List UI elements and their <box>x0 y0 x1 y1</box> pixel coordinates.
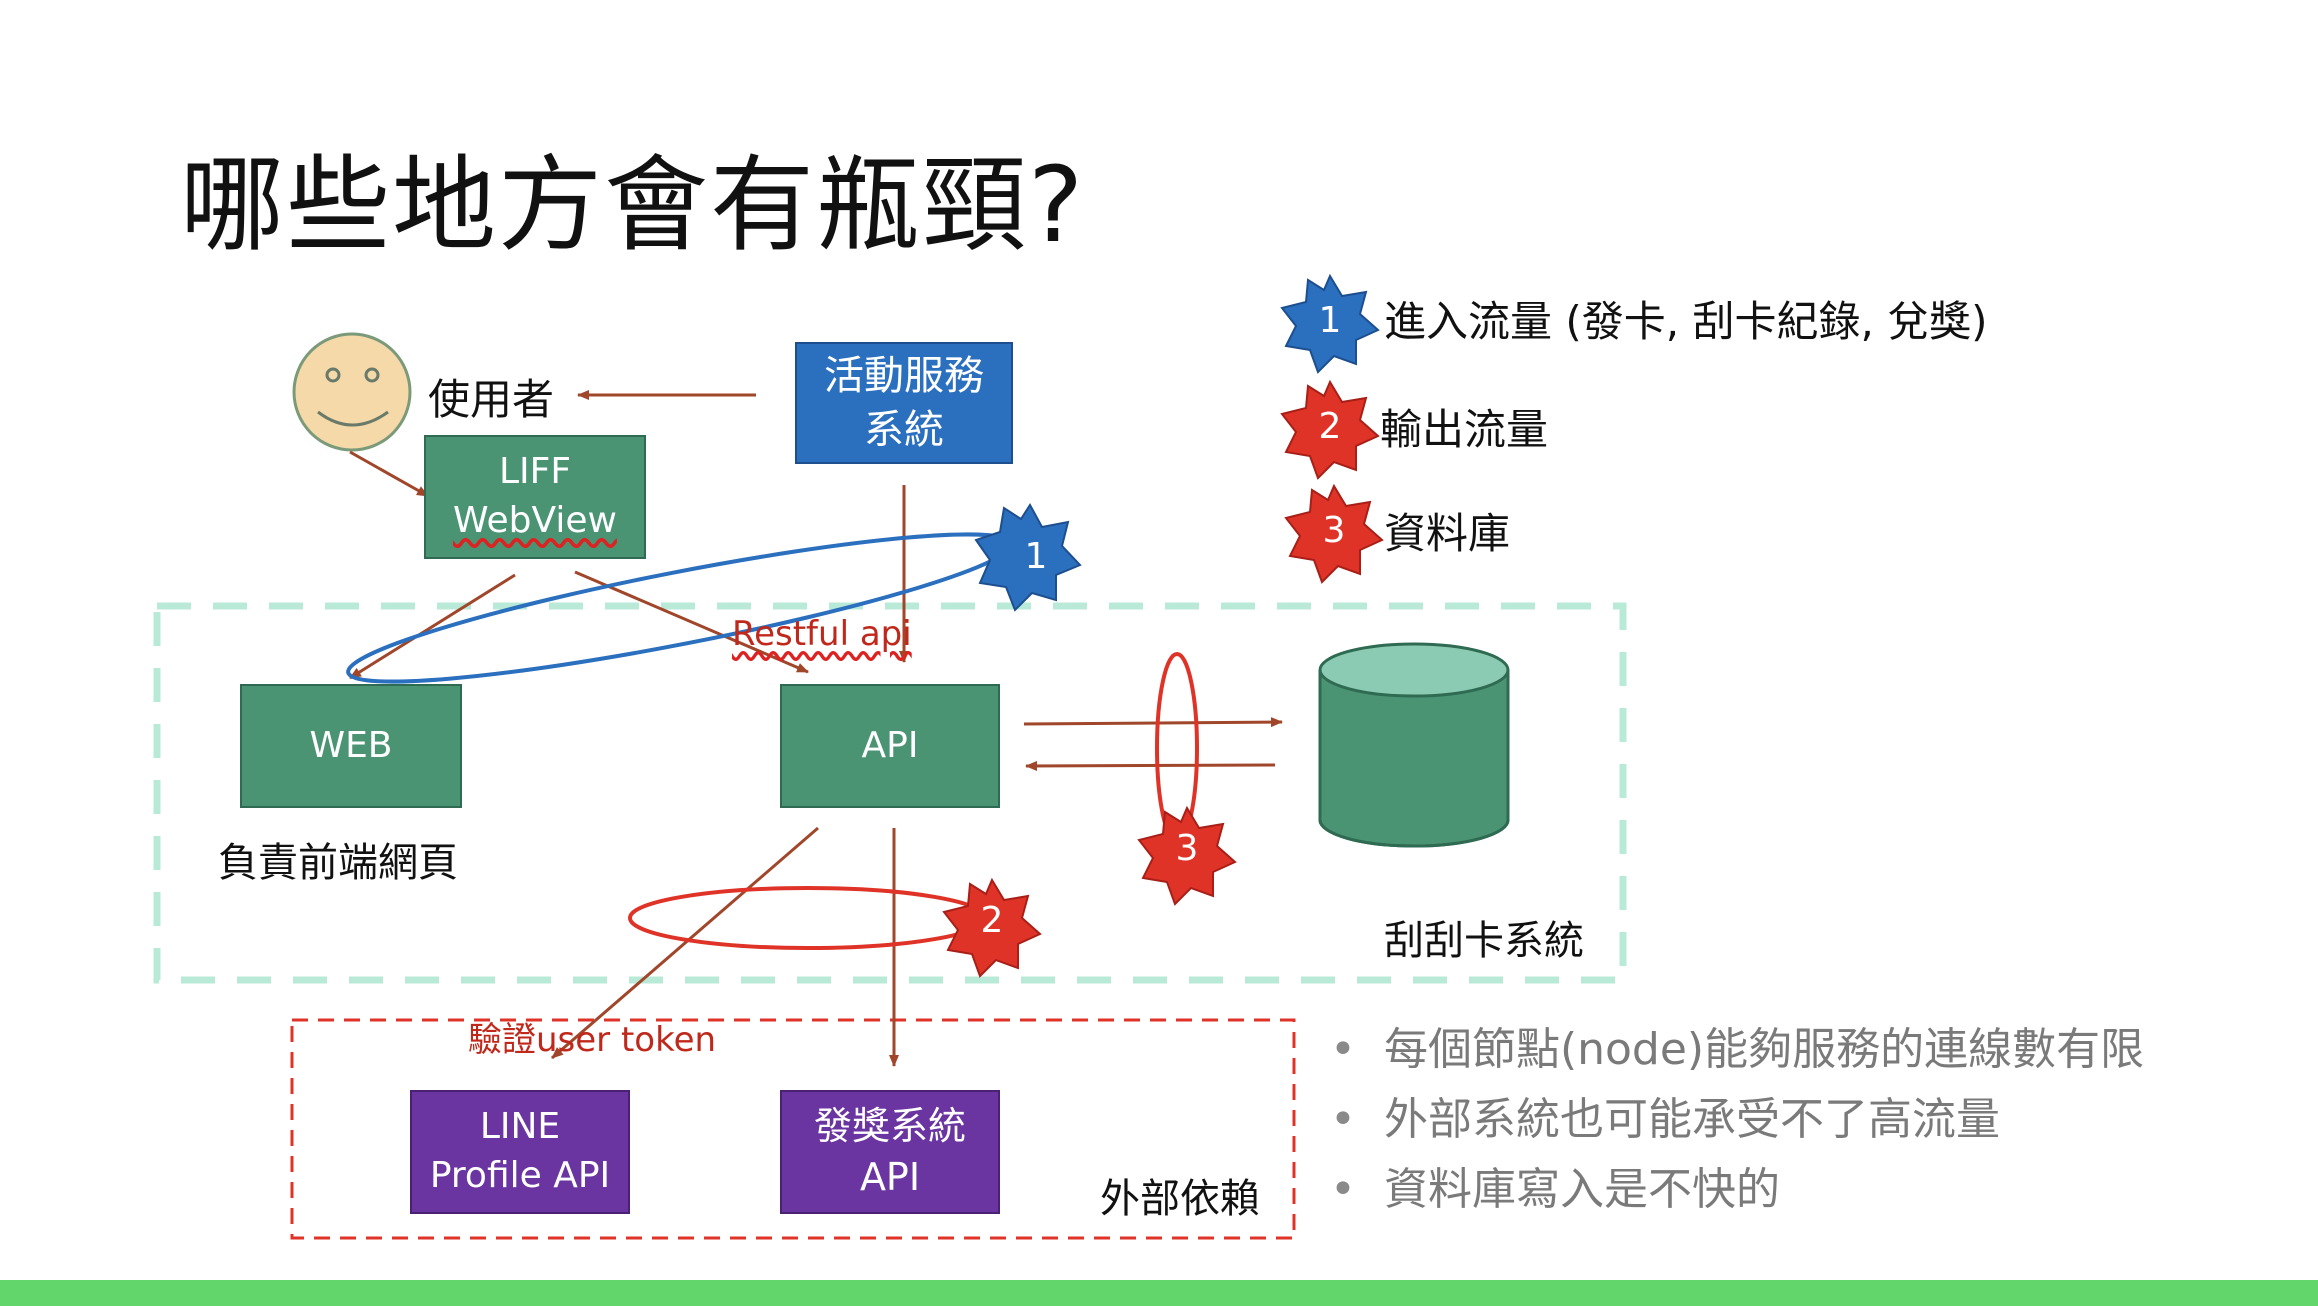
badge-3-number: 3 <box>1175 828 1199 869</box>
arrow-user-to-liff <box>349 450 429 498</box>
web-box: WEB <box>240 684 462 808</box>
page-title: 哪些地方會有瓶頸? <box>180 144 1086 266</box>
arrow-api-to-db <box>1023 717 1283 728</box>
verify-token-label: 驗證user token <box>468 1020 717 1060</box>
bottleneck-ellipse-2 <box>628 886 988 950</box>
api-label: API <box>861 724 919 766</box>
legend-text-1: 進入流量 (發卡, 刮卡紀錄, 兌獎) <box>1384 297 1988 346</box>
line-profile-api-box: LINE Profile API <box>410 1090 630 1214</box>
liff-webview-box: LIFF WebView <box>424 435 646 559</box>
arrow-liff-to-web <box>349 573 516 680</box>
badge-2-number: 2 <box>980 900 1004 941</box>
scratch-system-label: 刮刮卡系統 <box>1384 918 1584 964</box>
line-line1: LINE <box>479 1106 561 1148</box>
legend-badge-1-number: 1 <box>1318 300 1342 341</box>
liff-line1: LIFF <box>498 451 572 493</box>
activity-service-box: 活動服務 系統 <box>795 342 1013 464</box>
arrow-api-to-line <box>551 826 819 1060</box>
legend-badge-2-number: 2 <box>1318 406 1342 447</box>
legend-badge-1-star-icon <box>1280 273 1380 374</box>
liff-line2: WebView <box>453 500 617 541</box>
scratch-system-boundary <box>153 602 1627 984</box>
external-label: 外部依賴 <box>1100 1176 1260 1222</box>
badge-3-star-icon <box>1137 805 1237 906</box>
api-box: API <box>780 684 1000 808</box>
badge-1-star-icon <box>974 503 1082 612</box>
restful-api-label: Restful api <box>732 614 912 654</box>
frontend-label: 負責前端網頁 <box>218 840 458 886</box>
legend-badge-2-star-icon <box>1280 379 1380 480</box>
bullet-item: 外部系統也可能承受不了高流量 <box>1330 1085 2144 1155</box>
legend-text-3: 資料庫 <box>1384 509 1511 558</box>
legend-badge-3-number: 3 <box>1322 510 1346 551</box>
bullet-item: 每個節點(node)能夠服務的連線數有限 <box>1330 1015 2144 1085</box>
user-label: 使用者 <box>428 375 555 424</box>
prize-line2: API <box>859 1155 921 1199</box>
legend-badge-3-star-icon <box>1284 483 1384 584</box>
activity-service-line2: 系統 <box>864 407 944 453</box>
bullet-item: 資料庫寫入是不快的 <box>1330 1155 2144 1225</box>
web-label: WEB <box>309 724 393 766</box>
bottom-accent-bar <box>0 1280 2318 1306</box>
user-smiley-icon <box>292 332 412 452</box>
badge-1-number: 1 <box>1024 536 1048 577</box>
badge-2-star-icon <box>942 877 1042 978</box>
database-cylinder-icon <box>1318 642 1510 848</box>
arrow-liff-to-api <box>574 570 809 674</box>
external-boundary <box>290 1018 1296 1240</box>
activity-service-line1: 活動服務 <box>824 353 984 399</box>
arrow-db-to-api <box>1025 760 1276 771</box>
bottleneck-bullet-list: 每個節點(node)能夠服務的連線數有限 外部系統也可能承受不了高流量 資料庫寫… <box>1330 1015 2144 1225</box>
prize-line1: 發獎系統 <box>813 1103 966 1148</box>
prize-system-api-box: 發獎系統 API <box>780 1090 1000 1214</box>
line-line2: Profile API <box>429 1155 611 1196</box>
legend-text-2: 輸出流量 <box>1380 405 1549 454</box>
